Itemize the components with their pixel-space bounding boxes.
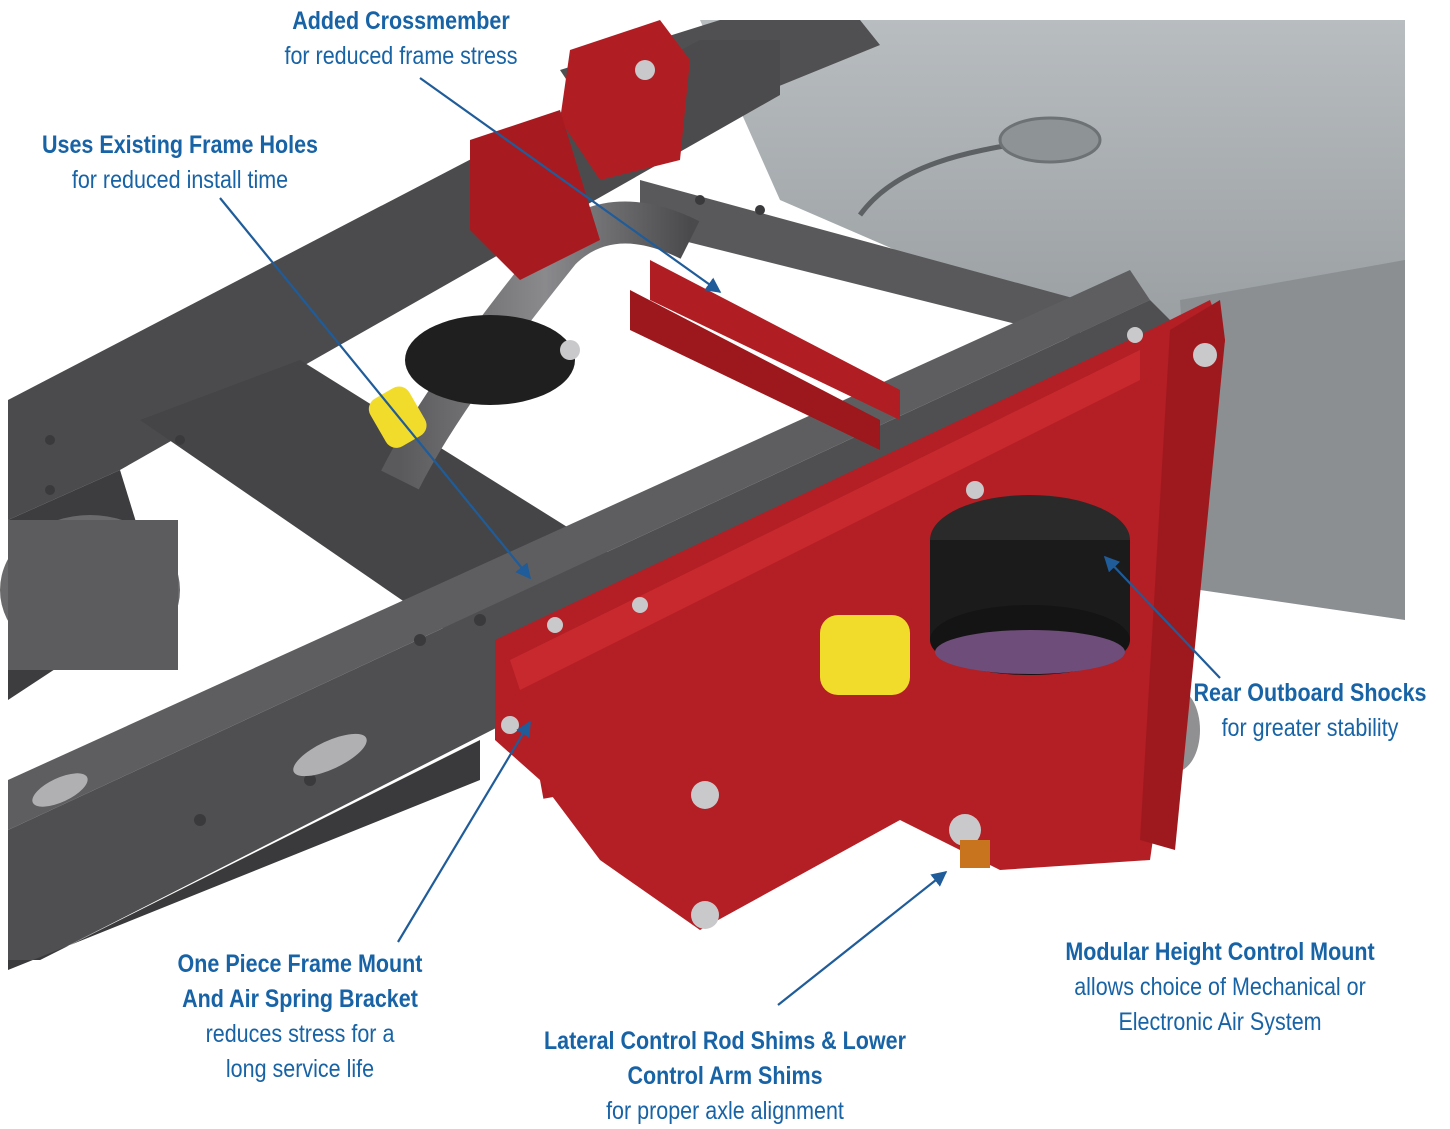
frame-slot (32, 773, 88, 807)
far-air-spring-bracket (470, 110, 600, 280)
callout-title-line1: One Piece Frame Mount (177, 950, 423, 978)
tank-sender (998, 116, 1102, 164)
callout-lateral-control-rod-shims: Lateral Control Rod Shims & Lower Contro… (536, 1024, 914, 1129)
underbody-right (1180, 260, 1405, 620)
bolt (635, 60, 655, 80)
callout-rear-outboard-shocks: Rear Outboard Shocks for greater stabili… (1190, 676, 1431, 746)
callout-one-piece-frame-mount: One Piece Frame Mount And Air Spring Bra… (171, 947, 429, 1087)
callout-desc-line2: long service life (225, 1055, 375, 1083)
frame-holes (45, 195, 765, 826)
callout-desc-line1: allows choice of Mechanical or (1074, 973, 1366, 1001)
air-spring-base (935, 630, 1125, 674)
callout-title-line2: And Air Spring Bracket (182, 985, 418, 1013)
bolt (691, 901, 719, 929)
leader-lateral-shims (777, 871, 948, 1006)
callout-title: Added Crossmember (292, 7, 510, 35)
added-crossmember (650, 260, 900, 420)
callout-title: Rear Outboard Shocks (1193, 679, 1427, 707)
frame-rail-main-top (8, 270, 1150, 830)
bolt (1193, 343, 1217, 367)
callout-existing-frame-holes: Uses Existing Frame Holes for reduced in… (25, 128, 335, 198)
callout-desc-line1: reduces stress for a (205, 1020, 395, 1048)
bolt (501, 716, 519, 734)
callout-title: Modular Height Control Mount (1065, 938, 1375, 966)
bolt (547, 617, 563, 633)
muffler-body (8, 520, 178, 670)
shock-tower (1140, 300, 1225, 850)
bolt (949, 814, 981, 846)
callout-title: Uses Existing Frame Holes (41, 131, 319, 159)
callout-added-crossmember: Added Crossmember for reduced frame stre… (268, 4, 535, 74)
bolt (632, 597, 648, 613)
leader-shocks (1103, 555, 1221, 679)
frame-crossmember-mid (640, 180, 1080, 340)
far-frame-bracket (560, 20, 690, 180)
bolt (1127, 327, 1143, 343)
bolt (560, 340, 580, 360)
leader-frame-mount (397, 720, 531, 943)
near-yellow-bushing (820, 615, 910, 695)
callout-desc: for reduced frame stress (284, 42, 518, 70)
bolt (966, 481, 984, 499)
callout-desc: for reduced install time (71, 166, 289, 194)
callout-desc: for proper axle alignment (606, 1097, 844, 1125)
callout-title-line1: Lateral Control Rod Shims & Lower (544, 1027, 906, 1055)
leader-crossmember (419, 77, 722, 293)
callout-desc: for greater stability (1221, 714, 1399, 742)
callout-title-line2: Control Arm Shims (627, 1062, 823, 1090)
bolt (691, 781, 719, 809)
leader-frame-holes (219, 197, 531, 580)
callout-desc-line2: Electronic Air System (1118, 1008, 1322, 1036)
callout-modular-height-control-mount: Modular Height Control Mount allows choi… (1048, 935, 1392, 1040)
frame-slot (293, 733, 367, 777)
near-bracket-highlight (510, 350, 1140, 690)
shim-plate (960, 840, 990, 868)
added-crossmember-2 (630, 290, 880, 450)
far-air-spring (405, 315, 575, 405)
